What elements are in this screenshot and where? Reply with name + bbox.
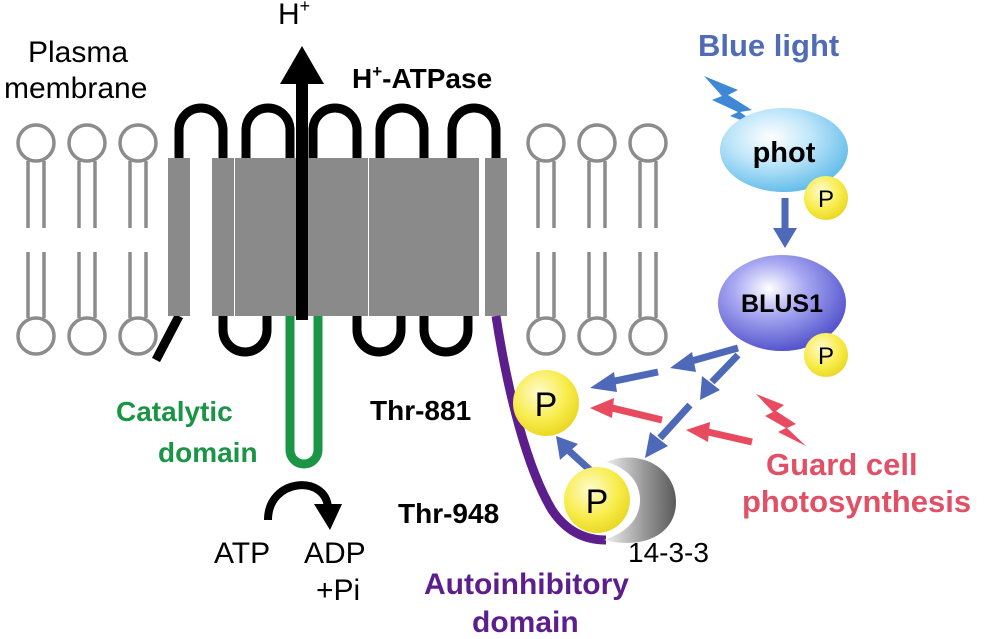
h-atpase-label-h: H bbox=[352, 63, 372, 94]
blue-light-bolt-icon bbox=[704, 76, 762, 128]
blue-light-label: Blue light bbox=[698, 28, 839, 63]
lipid bbox=[577, 123, 617, 356]
thr881-phosphate: P bbox=[513, 370, 579, 436]
catalytic-domain-label-line2: domain bbox=[158, 437, 258, 468]
blus1-phosphate-label: P bbox=[818, 343, 834, 370]
red-signal-arrows bbox=[590, 398, 753, 446]
atp-label: ATP bbox=[214, 537, 270, 570]
blue-signal-arrows bbox=[556, 198, 797, 473]
proton-label-sup: + bbox=[300, 0, 311, 16]
lipid bbox=[16, 123, 56, 356]
adp-label-line2: +Pi bbox=[316, 574, 360, 607]
phot-label: phot bbox=[753, 137, 816, 169]
h-atpase-label: H+-ATPase bbox=[352, 62, 492, 94]
photosynthesis-bolt-icon bbox=[756, 394, 806, 446]
guard-cell-label-line2: photosynthesis bbox=[742, 484, 971, 519]
protein-14-3-3-label: 14-3-3 bbox=[628, 537, 709, 568]
thr881-phosphate-label: P bbox=[535, 386, 558, 424]
autoinhibitory-domain-label-line1: Autoinhibitory bbox=[424, 568, 629, 601]
blus1-phosphate bbox=[804, 333, 848, 377]
guard-cell-label-line1: Guard cell bbox=[766, 447, 918, 482]
lipids-left bbox=[16, 123, 158, 356]
protein-loops bbox=[152, 103, 501, 363]
h-atpase-label-rest: -ATPase bbox=[382, 63, 492, 94]
phot-protein: phot P bbox=[720, 108, 848, 220]
proton-arrow bbox=[280, 46, 324, 320]
catalytic-domain-label-line1: Catalytic bbox=[116, 396, 233, 427]
lipid bbox=[118, 123, 158, 356]
phot-phosphate-label: P bbox=[818, 186, 834, 213]
blus1-label: BLUS1 bbox=[741, 290, 823, 318]
transmembrane-helices bbox=[168, 158, 507, 316]
phot-phosphate bbox=[804, 176, 848, 220]
h-atpase-label-sup: + bbox=[372, 62, 382, 81]
autoinhibitory-domain-label-line2: domain bbox=[472, 606, 579, 639]
autoinhibitory-domain bbox=[491, 315, 607, 545]
proton-label: H+ bbox=[278, 0, 310, 31]
plasma-membrane-label-line1: Plasma bbox=[28, 36, 128, 69]
proton-label-h: H bbox=[278, 0, 300, 31]
blus1-protein: BLUS1 P bbox=[718, 255, 848, 377]
adp-label-line1: ADP bbox=[304, 537, 366, 570]
lipid bbox=[67, 123, 107, 356]
thr948-label: Thr-948 bbox=[398, 498, 499, 529]
plasma-membrane-label-line2: membrane bbox=[4, 72, 147, 105]
protein-14-3-3-shape bbox=[604, 457, 676, 543]
atp-adp-arrow bbox=[264, 481, 342, 530]
lipids-right bbox=[526, 123, 668, 356]
catalytic-domain-loop bbox=[285, 316, 323, 469]
thr948-phosphate-label: P bbox=[586, 483, 609, 521]
lipid bbox=[628, 123, 668, 356]
thr881-label: Thr-881 bbox=[370, 395, 471, 426]
lipid bbox=[526, 123, 566, 356]
thr948-phosphate: P bbox=[564, 467, 630, 533]
